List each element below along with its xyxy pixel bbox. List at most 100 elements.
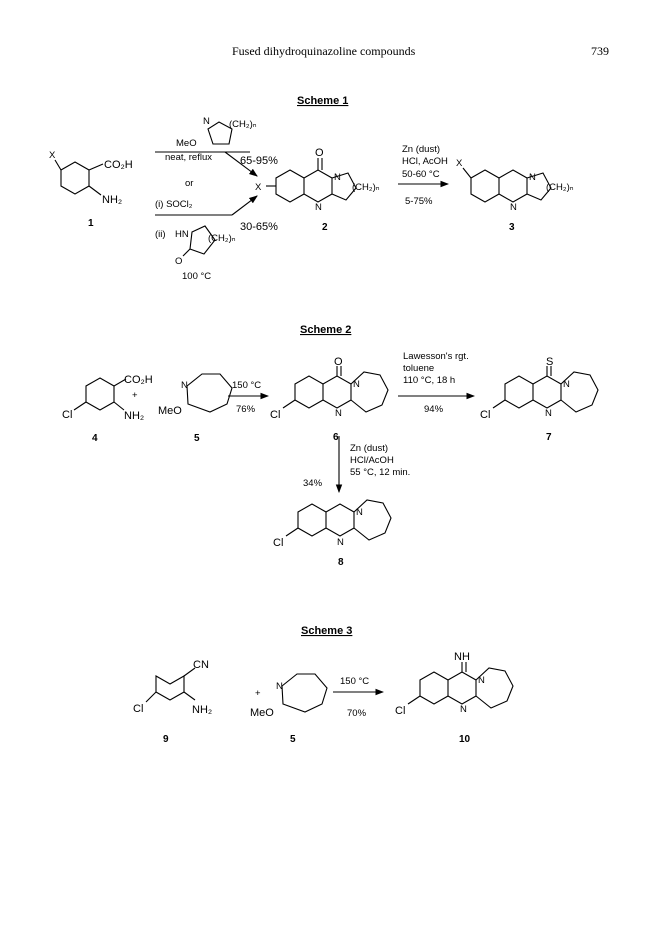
svg-text:CN: CN [193,659,209,671]
svg-text:2: 2 [322,222,328,233]
svg-text:N: N [460,704,467,715]
svg-text:NH₂: NH₂ [102,194,122,206]
scheme1-cond-b2: (ii) [155,229,166,240]
svg-text:N: N [356,507,363,518]
svg-text:O: O [334,356,343,368]
compound-4: CO₂H NH₂ Cl 4 [62,374,153,444]
svg-text:O: O [175,256,182,267]
svg-text:(CH₂)ₙ: (CH₂)ₙ [546,182,574,193]
scheme1-zn-yield: 5-75% [405,196,433,207]
compound-3: X N N (CH₂)ₙ 3 [456,158,574,233]
svg-text:N: N [510,202,517,213]
scheme2-temp: 150 °C [232,380,261,391]
svg-text:NH₂: NH₂ [192,704,212,716]
svg-text:Cl: Cl [270,409,280,421]
svg-text:N: N [337,537,344,548]
page-number: 739 [591,44,609,58]
svg-text:3: 3 [509,222,515,233]
svg-text:4: 4 [92,433,98,444]
scheme-3-title: Scheme 3 [301,625,352,637]
svg-text:N: N [276,681,283,692]
svg-text:10: 10 [459,734,471,745]
svg-text:X: X [255,182,262,193]
svg-text:(CH₂)ₙ: (CH₂)ₙ [229,119,257,130]
svg-text:MeO: MeO [176,138,197,149]
svg-text:N: N [315,202,322,213]
scheme1-or: or [185,178,193,189]
scheme1-yield-bottom: 30-65% [240,221,278,233]
scheme2-zn-3: 55 °C, 12 min. [350,467,410,478]
svg-text:NH₂: NH₂ [124,410,144,422]
svg-text:(CH₂)ₙ: (CH₂)ₙ [208,233,236,244]
svg-text:6: 6 [333,432,339,443]
scheme-2-title: Scheme 2 [300,324,351,336]
svg-text:N: N [478,675,485,686]
compound-5-scheme3: N MeO 5 [250,673,328,745]
scheme1-yield-top: 65-95% [240,155,278,167]
svg-text:Cl: Cl [62,409,72,421]
compound-6: O Cl N N 6 [270,356,389,443]
scheme3-yield: 70% [347,708,367,719]
compound-9: CN NH₂ Cl 9 [133,659,212,745]
svg-text:Cl: Cl [273,537,283,549]
svg-text:Cl: Cl [480,409,490,421]
scheme2-yield: 76% [236,404,256,415]
scheme2-lawesson-yield: 94% [424,404,444,415]
svg-text:CO₂H: CO₂H [104,159,133,171]
svg-text:1: 1 [88,218,94,229]
scheme1-zn-3: 50-60 °C [402,169,440,180]
scheme3-plus: + [255,688,261,699]
svg-text:HN: HN [175,229,189,240]
scheme1-zn-1: Zn (dust) [402,144,440,155]
compound-5-scheme2: N MeO 5 [158,373,233,444]
scheme1-zn-2: HCl, AcOH [402,156,448,167]
svg-text:N: N [335,408,342,419]
scheme2-zn-2: HCl/AcOH [350,455,394,466]
scheme1-arrow-top-head [224,151,258,177]
svg-text:N: N [529,172,536,183]
svg-text:Cl: Cl [395,705,405,717]
svg-text:N: N [181,380,188,391]
svg-text:NH: NH [454,651,470,663]
svg-text:MeO: MeO [250,707,274,719]
running-header: Fused dihydroquinazoline compounds [232,44,416,58]
svg-text:9: 9 [163,734,169,745]
svg-text:7: 7 [546,432,552,443]
svg-text:N: N [353,379,360,390]
svg-text:N: N [545,408,552,419]
scheme1-cond-b1: (i) SOCl₂ [155,199,193,210]
scheme2-lawesson-1: Lawesson's rgt. [403,351,469,362]
svg-text:5: 5 [194,433,200,444]
svg-text:N: N [203,116,210,127]
compound-8: Cl N N 8 [273,499,392,568]
scheme1-cond-top: neat, reflux [165,152,212,163]
svg-text:Cl: Cl [133,703,143,715]
svg-text:8: 8 [338,557,344,568]
scheme2-lawesson-2: toluene [403,363,434,374]
svg-text:CO₂H: CO₂H [124,374,153,386]
scheme2-zn-1: Zn (dust) [350,443,388,454]
svg-text:S: S [546,356,553,368]
scheme2-plus: + [132,390,138,401]
svg-text:X: X [456,158,463,169]
scheme1-temp: 100 °C [182,271,211,282]
scheme1-lactam: HN (CH₂)ₙ O [175,225,236,267]
compound-10: NH Cl N N 10 [395,651,514,745]
scheme3-temp: 150 °C [340,676,369,687]
svg-text:5: 5 [290,734,296,745]
scheme2-lawesson-3: 110 °C, 18 h [403,375,455,386]
compound-2: O X N N (CH₂)ₙ 2 [255,147,380,233]
scheme1-lactim-ether: N (CH₂)ₙ MeO [176,116,257,149]
scheme-1-title: Scheme 1 [297,95,348,107]
svg-text:MeO: MeO [158,405,182,417]
svg-text:(CH₂)ₙ: (CH₂)ₙ [352,182,380,193]
compound-1: X CO₂H NH₂ 1 [49,150,133,229]
svg-text:O: O [315,147,324,159]
scheme2-zn-yield: 34% [303,478,323,489]
svg-text:N: N [563,379,570,390]
scheme1-arrow-bottom-head [231,195,258,216]
svg-text:N: N [334,172,341,183]
svg-text:X: X [49,150,56,161]
compound-7: S Cl N N 7 [480,356,599,443]
